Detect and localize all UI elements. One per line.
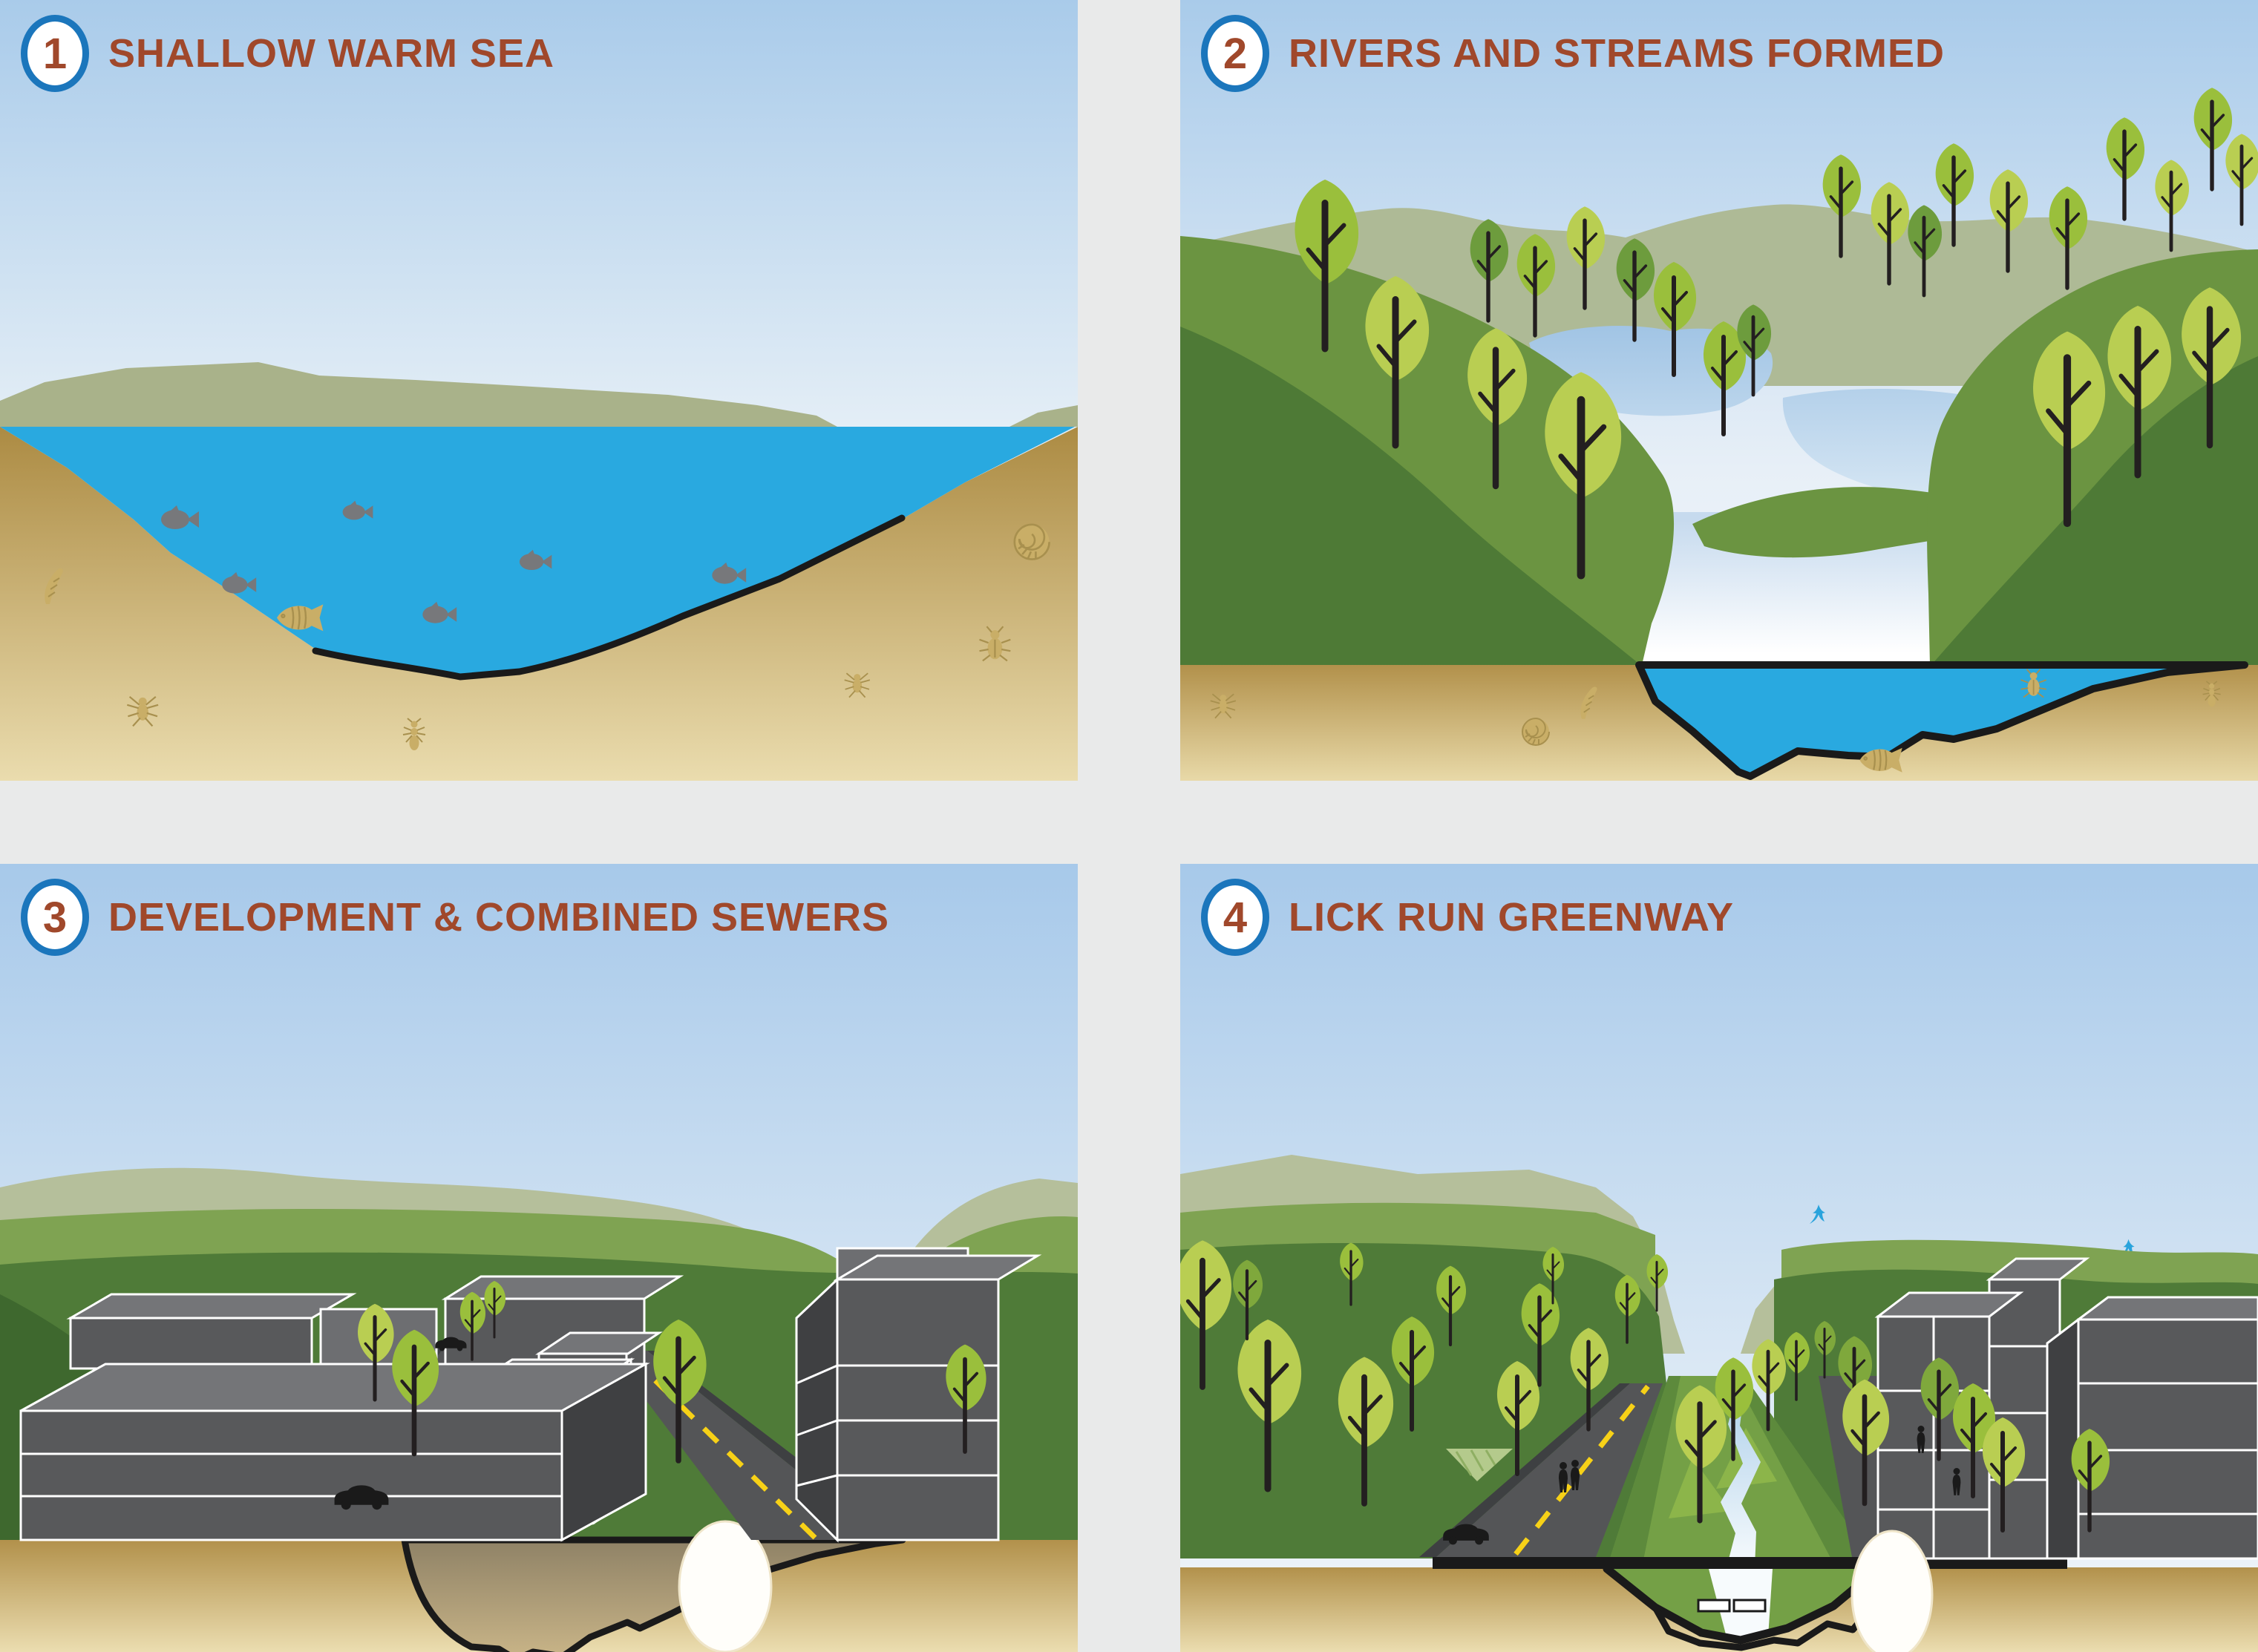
panel-header: 1 SHALLOW WARM SEA	[21, 15, 554, 92]
building	[1874, 1291, 2024, 1560]
panel-title: DEVELOPMENT & COMBINED SEWERS	[108, 895, 890, 940]
street-left	[1436, 1383, 1663, 1557]
scene-shallow-warm-sea	[0, 0, 1078, 781]
panel-lick-run-greenway: 4 LICK RUN GREENWAY	[1180, 864, 2258, 1652]
scene-rivers-and-streams	[1180, 0, 2258, 781]
fossil-shell-icon	[1522, 718, 1550, 746]
step-number: 1	[42, 29, 68, 78]
panel-title: RIVERS AND STREAMS FORMED	[1289, 31, 1946, 76]
building	[795, 1276, 839, 1543]
seabed-line	[312, 514, 906, 681]
scene-development	[0, 864, 1078, 1652]
left-hill-shadow	[1180, 327, 1640, 665]
panel-shallow-warm-sea: 1 SHALLOW WARM SEA	[0, 0, 1078, 781]
step-badge: 2	[1201, 15, 1269, 92]
building-group	[19, 1247, 1042, 1543]
box-culvert	[1697, 1599, 1731, 1613]
greenway-cross-section	[1603, 1564, 1882, 1651]
step-badge: 1	[21, 15, 89, 92]
building-group	[1874, 1257, 2258, 1560]
panel-title: LICK RUN GREENWAY	[1289, 895, 1735, 940]
step-badge: 3	[21, 879, 89, 956]
background-hills	[0, 362, 1078, 427]
sea-water	[0, 427, 1075, 677]
fossil-shell-icon	[1013, 523, 1050, 560]
scene-greenway	[1180, 864, 2258, 1652]
panel-title: SHALLOW WARM SEA	[108, 31, 554, 76]
panel-development-combined-sewers: 3 DEVELOPMENT & COMBINED SEWERS	[0, 864, 1078, 1652]
grass-patch	[1446, 1449, 1513, 1481]
right-hill-shadow	[1931, 356, 2258, 665]
step-number: 4	[1223, 893, 1248, 942]
step-badge: 4	[1201, 879, 1269, 956]
street-shoulder	[1419, 1383, 1630, 1557]
buried-valley-outline	[1652, 1604, 1876, 1651]
panel-header: 3 DEVELOPMENT & COMBINED SEWERS	[21, 879, 889, 956]
box-culvert	[1732, 1599, 1767, 1613]
building	[833, 1254, 1042, 1541]
building	[66, 1293, 357, 1370]
step-number: 2	[1223, 29, 1248, 78]
sewer-pipe	[1850, 1530, 1934, 1652]
road-dash	[1513, 1384, 1650, 1556]
panel-header: 2 RIVERS AND STREAMS FORMED	[1201, 15, 1945, 92]
building	[19, 1362, 650, 1542]
combined-sewer-pipe	[678, 1520, 773, 1652]
building	[2046, 1296, 2258, 1560]
stream	[1721, 1383, 1761, 1567]
panel-header: 4 LICK RUN GREENWAY	[1201, 879, 1734, 956]
step-number: 3	[42, 893, 68, 942]
sediment	[0, 427, 1078, 781]
panel-rivers-and-streams: 2 RIVERS AND STREAMS FORMED	[1180, 0, 2258, 781]
